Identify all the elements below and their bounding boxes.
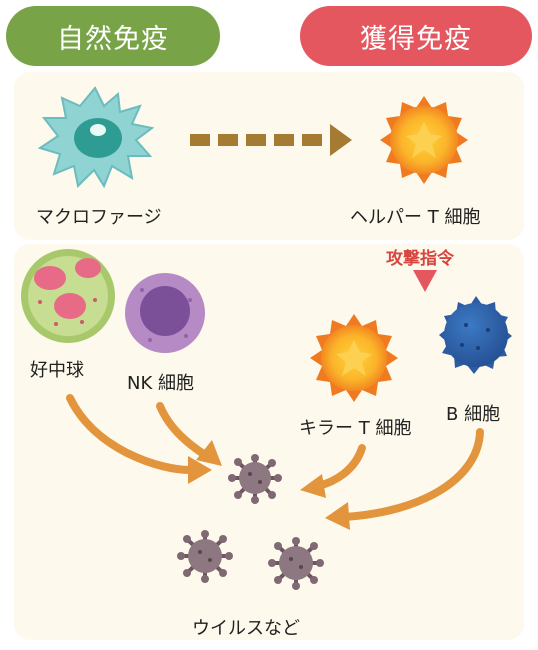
arrow-neutrophil-to-virus — [66, 394, 194, 474]
arrow-heads — [188, 440, 350, 530]
nk-cell-icon — [125, 273, 205, 353]
virus-label: ウイルスなど — [192, 618, 300, 639]
virus-icon — [228, 454, 282, 504]
nk-cell-label: NK 細胞 — [127, 373, 194, 394]
b-cell-icon — [439, 296, 512, 374]
virus-icon — [177, 530, 233, 583]
acquired-immunity-header: 獲得免疫 — [300, 6, 532, 66]
b-cell-label: B 細胞 — [446, 404, 501, 425]
helper-t-cell-icon — [380, 96, 468, 184]
helper-t-label: ヘルパー T 細胞 — [350, 207, 481, 228]
killer-t-label: キラー T 細胞 — [299, 418, 412, 439]
neutrophil-label: 好中球 — [30, 360, 84, 381]
killer-t-cell-icon — [310, 314, 398, 402]
macrophage-label: マクロファージ — [36, 207, 162, 228]
innate-immunity-header: 自然免疫 — [6, 6, 220, 66]
attack-command-label: 攻撃指令 — [386, 249, 454, 269]
command-arrow-icon — [413, 270, 437, 292]
macrophage-cell-icon — [37, 86, 155, 189]
virus-icon — [268, 537, 324, 590]
arrow-killer-to-virus — [314, 444, 366, 490]
neutrophil-cell-icon — [21, 249, 115, 343]
dashed-arrow-icon — [190, 124, 352, 156]
attack-arrows — [66, 394, 484, 521]
arrow-b-to-virus — [341, 428, 484, 521]
arrow-nk-to-virus — [156, 402, 209, 459]
